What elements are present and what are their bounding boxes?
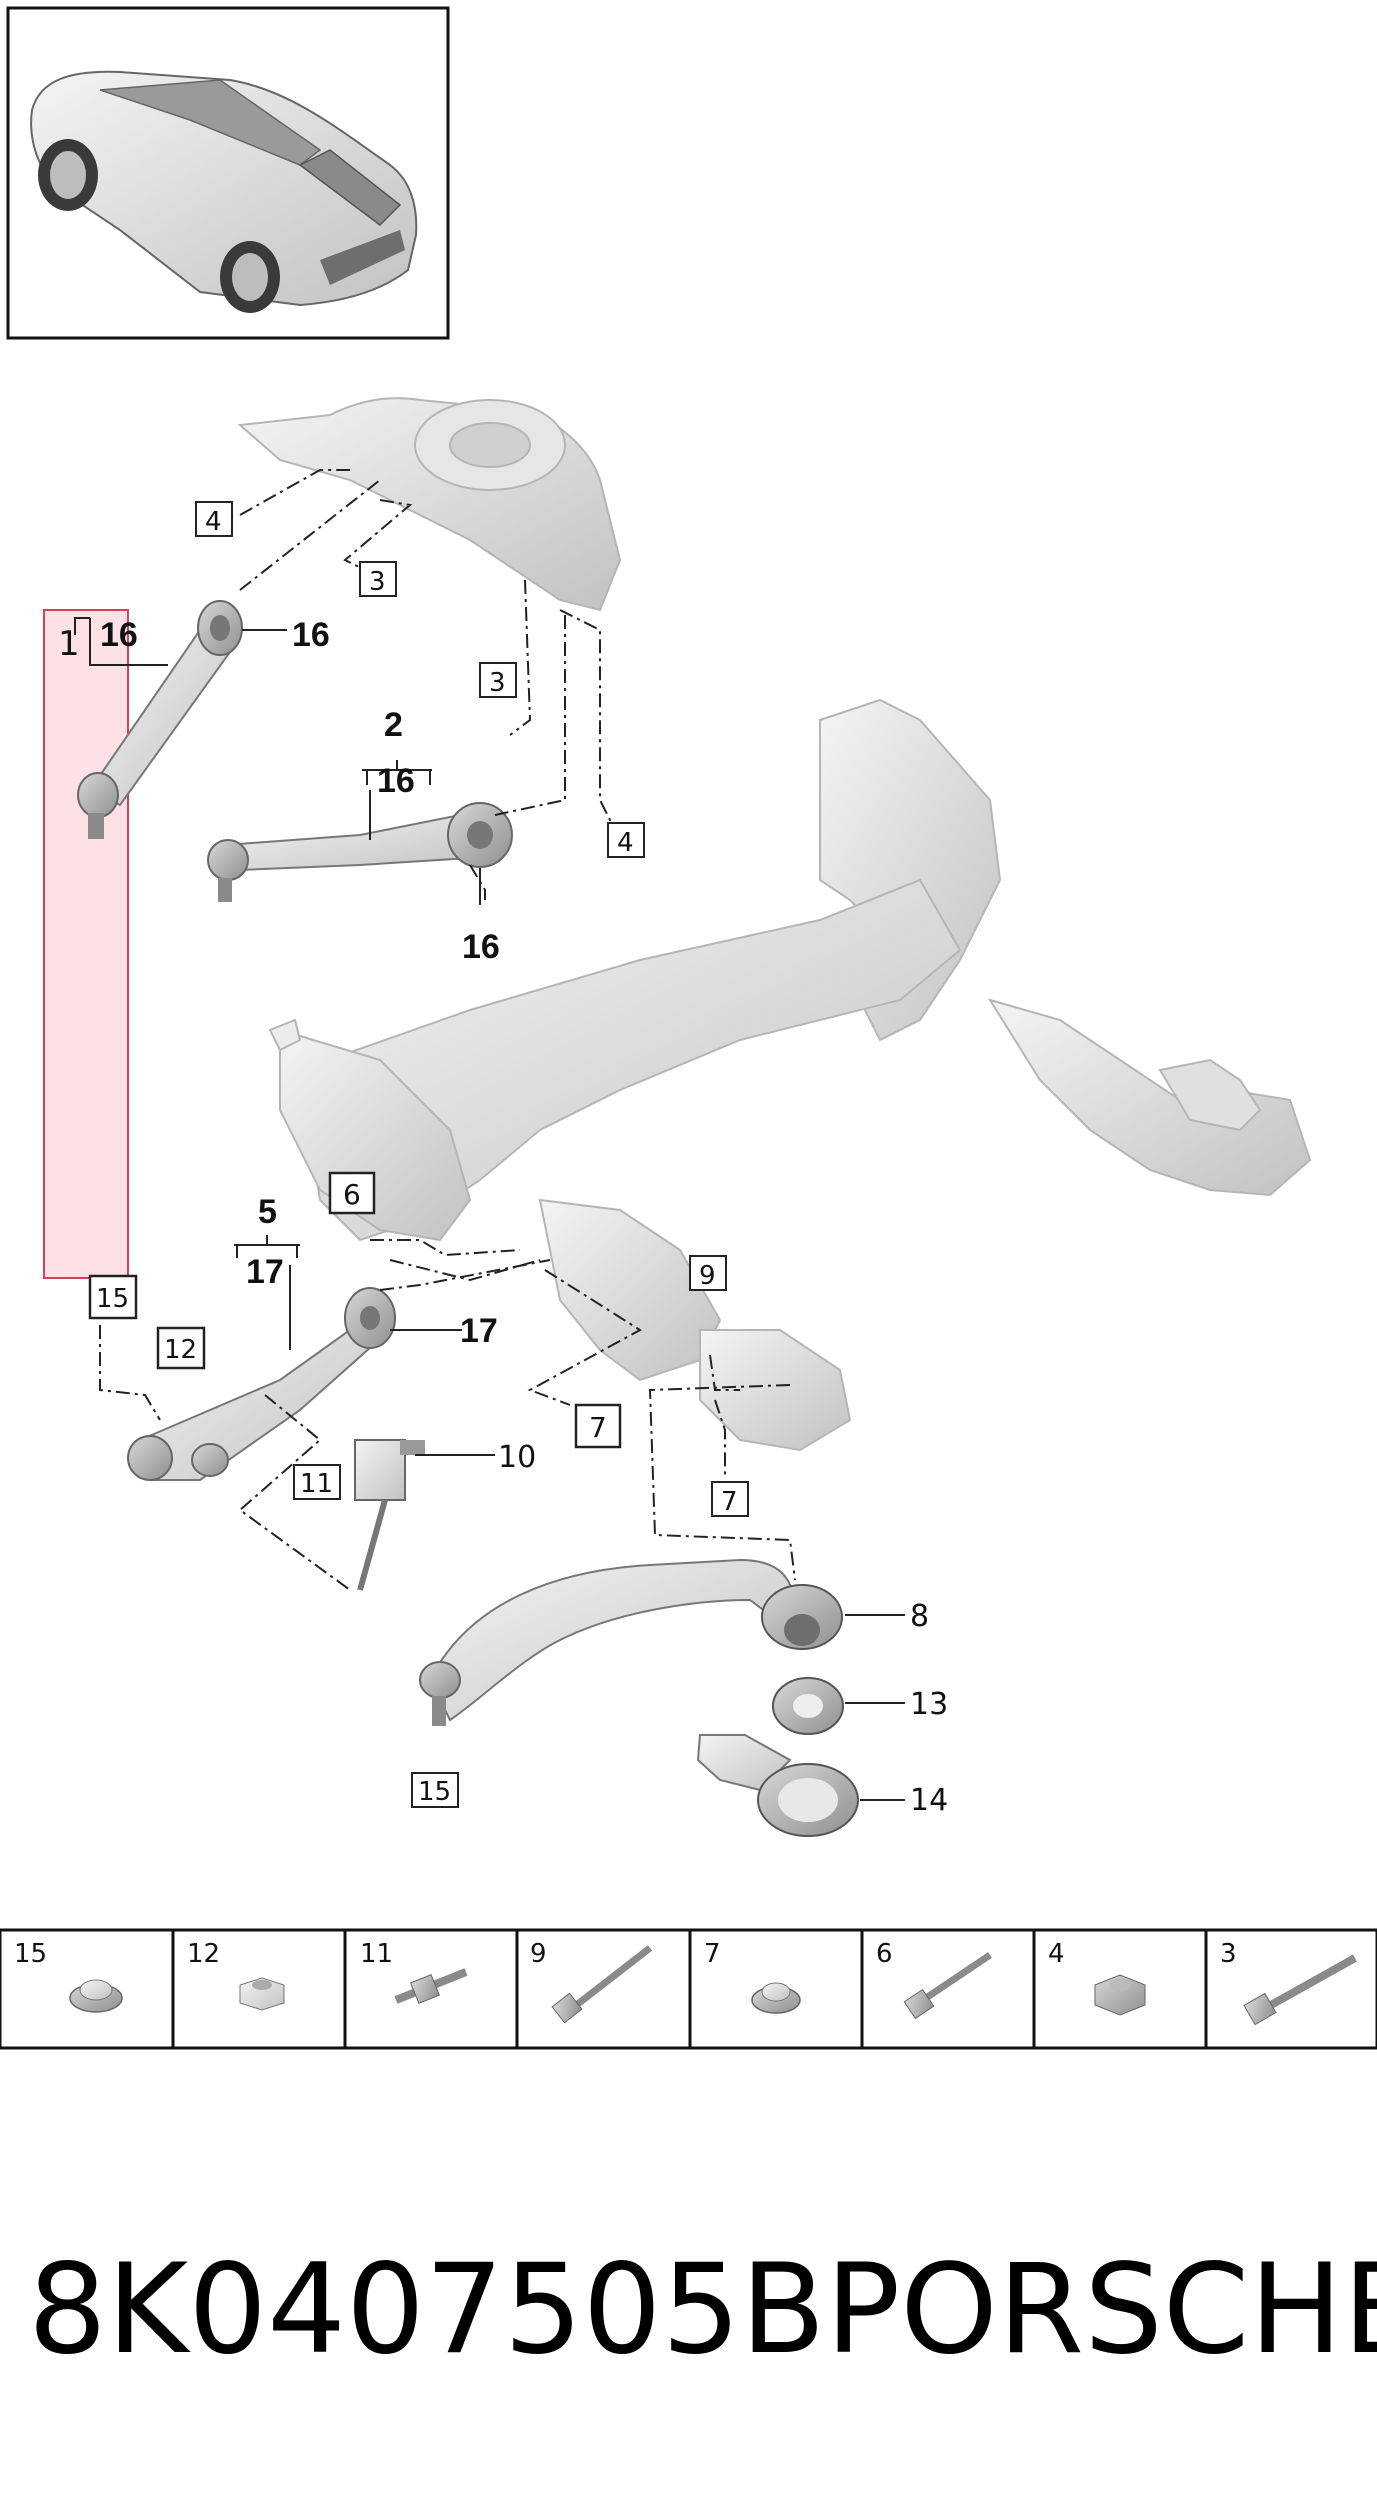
callout-10: 10 xyxy=(498,1440,536,1475)
box-15-bottom: 15 xyxy=(418,1777,451,1807)
box-4-top: 4 xyxy=(205,507,222,537)
fastener-cell-15-number: 15 xyxy=(14,1939,47,1969)
upper-control-arm-1[interactable] xyxy=(77,600,243,839)
boxed-callouts: 4 3 3 4 6 9 15 12 7 11 7 15 xyxy=(88,501,749,1808)
solid-leaders xyxy=(74,617,905,1801)
hex-nut-icon xyxy=(1094,1974,1146,2016)
box-6: 6 xyxy=(343,1178,361,1211)
callout-8: 8 xyxy=(910,1599,929,1634)
vehicle-inset xyxy=(6,6,450,340)
box-3-mid: 3 xyxy=(489,668,506,698)
box-7-a: 7 xyxy=(589,1411,607,1444)
box-7-b: 7 xyxy=(721,1487,738,1517)
fastener-cell-11-number: 11 xyxy=(360,1939,393,1969)
box-3-top: 3 xyxy=(369,567,386,597)
footer: 8K0407505B PORSCHE xyxy=(0,2210,1377,2410)
callout-16-a: 16 xyxy=(100,616,138,654)
callout-1: 1 xyxy=(58,624,80,664)
callout-17-b: 17 xyxy=(460,1312,498,1350)
stud-bolt-icon xyxy=(394,1968,468,2004)
brand-name: PORSCHE xyxy=(825,2238,1377,2382)
callout-5: 5 xyxy=(258,1193,277,1231)
leader-lines xyxy=(99,469,796,1591)
callout-14: 14 xyxy=(910,1783,948,1818)
part-number: 8K0407505B xyxy=(28,2238,826,2382)
fastener-cell-12-number: 12 xyxy=(187,1939,220,1969)
fastener-cell-7-number: 7 xyxy=(704,1939,721,1969)
flange-nut-icon xyxy=(69,1979,123,2013)
highlight-part-1[interactable] xyxy=(43,609,129,1279)
fastener-cell-4-number: 4 xyxy=(1048,1939,1065,1969)
car-illustration xyxy=(30,70,418,313)
bracket-14[interactable] xyxy=(696,1734,859,1837)
box-12: 12 xyxy=(164,1335,197,1365)
long-bolt-icon xyxy=(551,1945,653,2024)
box-4-mid: 4 xyxy=(617,828,634,858)
long-bolt-icon xyxy=(1243,1954,1357,2026)
lower-control-arm-8[interactable] xyxy=(419,1558,843,1726)
callout-labels: 1 16 16 2 16 16 5 17 17 10 8 13 14 xyxy=(58,616,948,1818)
callout-2: 2 xyxy=(384,706,403,744)
fastener-cell-3-number: 3 xyxy=(1220,1939,1237,1969)
callout-13: 13 xyxy=(910,1687,948,1722)
nut-icon xyxy=(239,1977,285,2011)
level-sensor-10[interactable] xyxy=(354,1439,425,1591)
upper-control-arm-2[interactable] xyxy=(207,802,513,902)
callout-16-b: 16 xyxy=(292,616,330,654)
front-subframe xyxy=(237,397,1312,1452)
callout-16-c: 16 xyxy=(377,762,415,800)
box-9: 9 xyxy=(699,1261,716,1291)
bushing-13[interactable] xyxy=(772,1677,844,1735)
bolt-icon xyxy=(903,1952,992,2020)
box-11: 11 xyxy=(300,1469,333,1499)
box-15-left: 15 xyxy=(96,1284,129,1314)
fastener-cell-6-number: 6 xyxy=(876,1939,893,1969)
fastener-cell-9-number: 9 xyxy=(530,1939,547,1969)
callout-16-d: 16 xyxy=(462,928,500,966)
fastener-strip: 15 12 11 9 7 6 xyxy=(0,1928,1377,2050)
lower-control-arm-5[interactable] xyxy=(127,1287,396,1481)
callout-17-a: 17 xyxy=(246,1253,284,1291)
flange-nut-icon xyxy=(751,1982,801,2014)
